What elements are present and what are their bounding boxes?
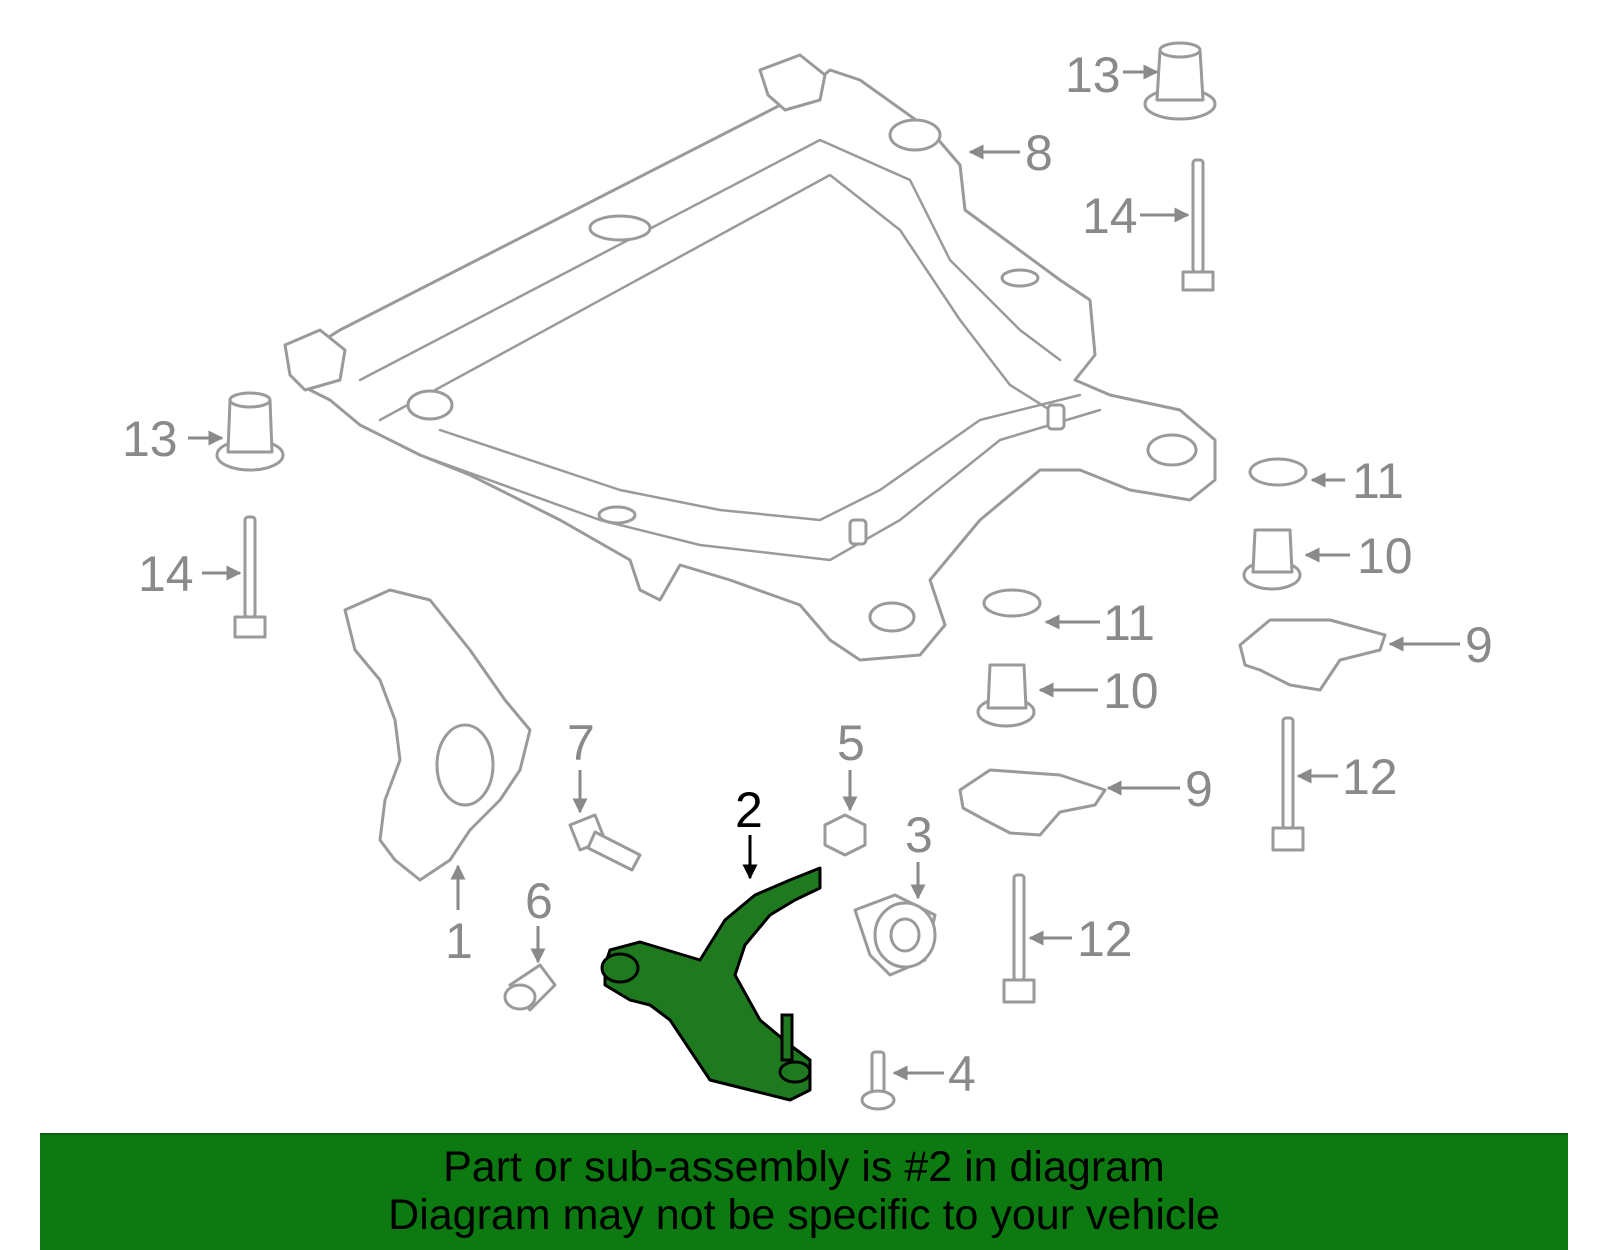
bracket-part-9-lower	[958, 768, 1107, 837]
banner-line-part-number: Part or sub-assembly is #2 in diagram	[443, 1143, 1165, 1191]
callout-2: 2	[735, 782, 763, 838]
bolt-part-12-right	[1271, 716, 1305, 852]
callout-13-left: 13	[122, 411, 178, 467]
callout-7: 7	[567, 715, 595, 771]
callout-10-upper: 10	[1357, 528, 1413, 584]
bushing-part-3	[853, 893, 937, 977]
bolt-part-14-left	[233, 515, 267, 639]
bushing-part-13-top	[1143, 41, 1217, 121]
info-banner: Part or sub-assembly is #2 in diagram Di…	[40, 1133, 1568, 1250]
bolt-part-12-lower	[1002, 873, 1036, 1004]
callout-14-left: 14	[138, 546, 194, 602]
callout-3: 3	[905, 807, 933, 863]
callout-12-lower: 12	[1077, 911, 1133, 967]
callout-9-upper: 9	[1465, 617, 1493, 673]
bolt-part-4	[860, 1050, 896, 1111]
callout-5: 5	[837, 715, 865, 771]
callout-11-upper: 11	[1352, 453, 1404, 509]
crossmember-part-8	[283, 53, 1217, 662]
callout-14-right: 14	[1082, 188, 1138, 244]
bolt-part-7	[568, 813, 642, 872]
callout-1: 1	[445, 913, 473, 969]
knuckle-part-1	[343, 588, 532, 882]
bushing-part-6	[503, 963, 557, 1012]
callout-12-right: 12	[1342, 749, 1398, 805]
callout-9-lower: 9	[1185, 761, 1213, 817]
leader-lines	[188, 64, 1460, 1081]
banner-line-disclaimer: Diagram may not be specific to your vehi…	[388, 1191, 1220, 1239]
callout-10-lower: 10	[1103, 663, 1159, 719]
washer-part-11-lower	[982, 588, 1042, 618]
knuckle-hub	[435, 723, 495, 807]
callout-11-lower: 11	[1103, 595, 1155, 651]
control-arm-part-2	[600, 866, 822, 1102]
mount-part-10-upper	[1242, 528, 1302, 591]
bushing-part-13-left	[215, 391, 285, 472]
washer-part-11-upper	[1248, 457, 1308, 487]
callout-labels: 13 8 14 13 14 11 10 11 9 10 9 12 12 4 1 …	[122, 47, 1493, 1102]
callout-8: 8	[1025, 125, 1053, 181]
callout-6: 6	[525, 873, 553, 929]
callout-4: 4	[948, 1046, 976, 1102]
nut-part-5	[823, 813, 867, 857]
bolt-part-14-right	[1181, 158, 1215, 292]
bracket-part-9-upper	[1238, 618, 1387, 692]
mount-part-10-lower	[976, 663, 1036, 728]
callout-13-top: 13	[1065, 47, 1121, 103]
